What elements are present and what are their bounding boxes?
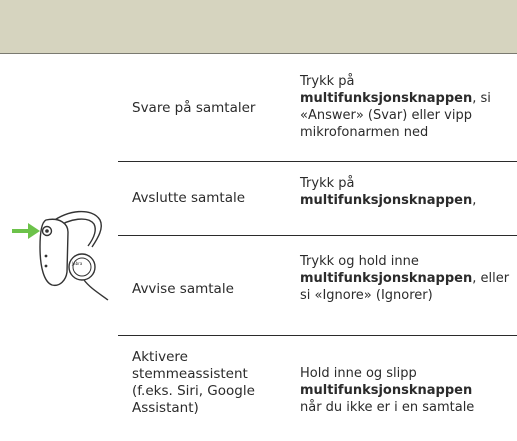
table-row: Avvise samtale Trykk og hold inne multif… [118, 235, 517, 335]
table-row: Avslutte samtale Trykk på multifunksjons… [118, 161, 517, 235]
action-label: Svare på samtaler [132, 100, 256, 116]
action-label: Avvise samtale [132, 281, 234, 297]
table-header-band [0, 0, 517, 54]
action-description: Trykk på multifunksjonsknappen, si «Answ… [300, 74, 491, 140]
action-description: Trykk på multifunksjonsknappen, [300, 176, 477, 208]
table-row: Svare på samtaler Trykk på multifunksjon… [118, 53, 517, 161]
svg-text:Jabra: Jabra [71, 261, 83, 266]
multifunction-button-arrow-icon [12, 223, 40, 239]
row-divider [118, 161, 517, 162]
action-description: Trykk og hold inne multifunksjonsknappen… [300, 254, 510, 303]
action-description: Hold inne og slipp multifunksjonsknappen… [300, 366, 475, 415]
action-label: Aktivere stemmeassistent (f.eks. Siri, G… [132, 349, 255, 416]
row-divider [118, 235, 517, 236]
headset-illustration: Jabra [12, 192, 122, 302]
action-label: Avslutte samtale [132, 190, 246, 206]
row-divider [118, 335, 517, 336]
table-row: Aktivere stemmeassistent (f.eks. Siri, G… [118, 335, 517, 441]
